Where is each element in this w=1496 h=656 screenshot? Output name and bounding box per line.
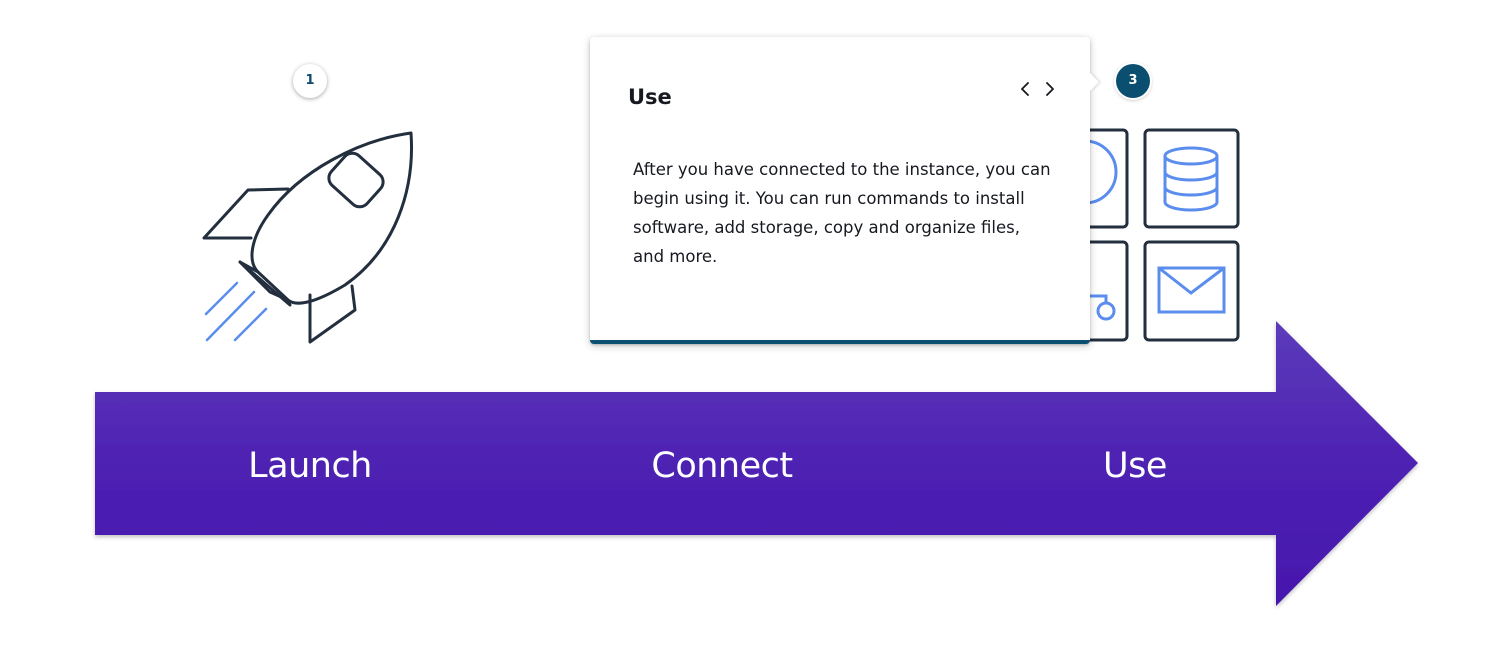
step-badge-use[interactable]: 3	[1116, 64, 1150, 98]
stage-label-launch: Launch	[248, 446, 372, 486]
stage-label-connect: Connect	[651, 446, 793, 486]
step-popover: Use After you have connected to the inst…	[590, 37, 1099, 344]
chevron-right-icon	[1046, 82, 1054, 96]
popover-title: Use	[628, 85, 672, 109]
stage-label-use: Use	[1103, 446, 1167, 486]
popover-caret	[1090, 73, 1099, 91]
popover-body-text: After you have connected to the instance…	[633, 160, 1051, 266]
next-step-button[interactable]	[1039, 75, 1061, 103]
step-badge-launch[interactable]: 1	[293, 64, 327, 98]
progress-arrow-shape	[95, 321, 1418, 606]
previous-step-button[interactable]	[1014, 75, 1036, 103]
chevron-left-icon	[1021, 82, 1029, 96]
